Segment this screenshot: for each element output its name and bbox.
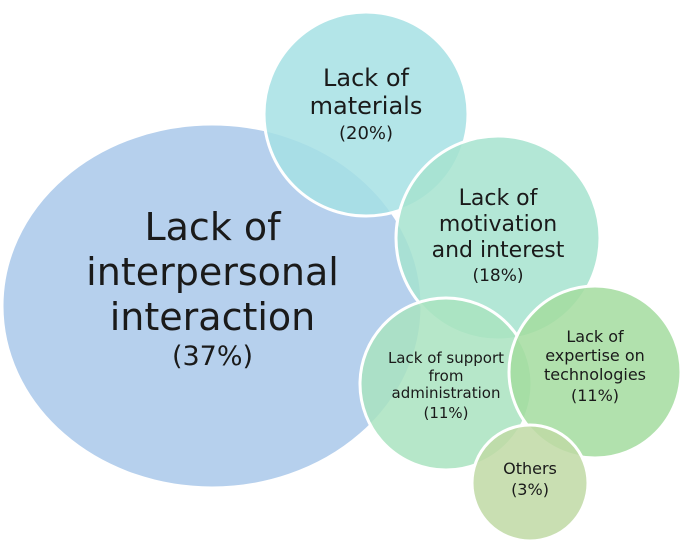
bubble-1 (262, 10, 470, 218)
bubble-label-line: technologies (544, 364, 646, 384)
bubble-label-line: Others (503, 459, 557, 478)
bubble-label-line: Lack of support (387, 349, 505, 367)
bubble-label-line: Lack of (566, 327, 624, 346)
bubble-value: (37%) (171, 341, 254, 373)
bubble-label-line: motivation (438, 211, 558, 237)
bubble-label-line: interpersonal (86, 249, 339, 294)
bubble-value: (18%) (472, 265, 524, 286)
bubble-label-line: and interest (431, 237, 565, 263)
bubble-4 (507, 284, 683, 460)
bubble-label-line: materials (309, 92, 423, 121)
bubble-5 (470, 423, 590, 543)
bubble-label-line: Lack of (458, 186, 538, 211)
bubble-label-line: expertise on (545, 345, 645, 365)
bubble-label-line: from (428, 366, 464, 385)
bubble-label-5: Others(3%) (475, 459, 585, 500)
bubble-value: (11%) (423, 404, 469, 423)
bubble-label-line: administration (391, 384, 501, 403)
bubble-label-line: Lack of (144, 205, 281, 249)
bubble-label-line: Lack of (323, 64, 409, 92)
bubble-value: (3%) (511, 479, 549, 499)
bubble-label-line: interaction (109, 294, 316, 339)
bubble-value: (11%) (570, 385, 620, 405)
bubble-value: (20%) (338, 122, 394, 144)
